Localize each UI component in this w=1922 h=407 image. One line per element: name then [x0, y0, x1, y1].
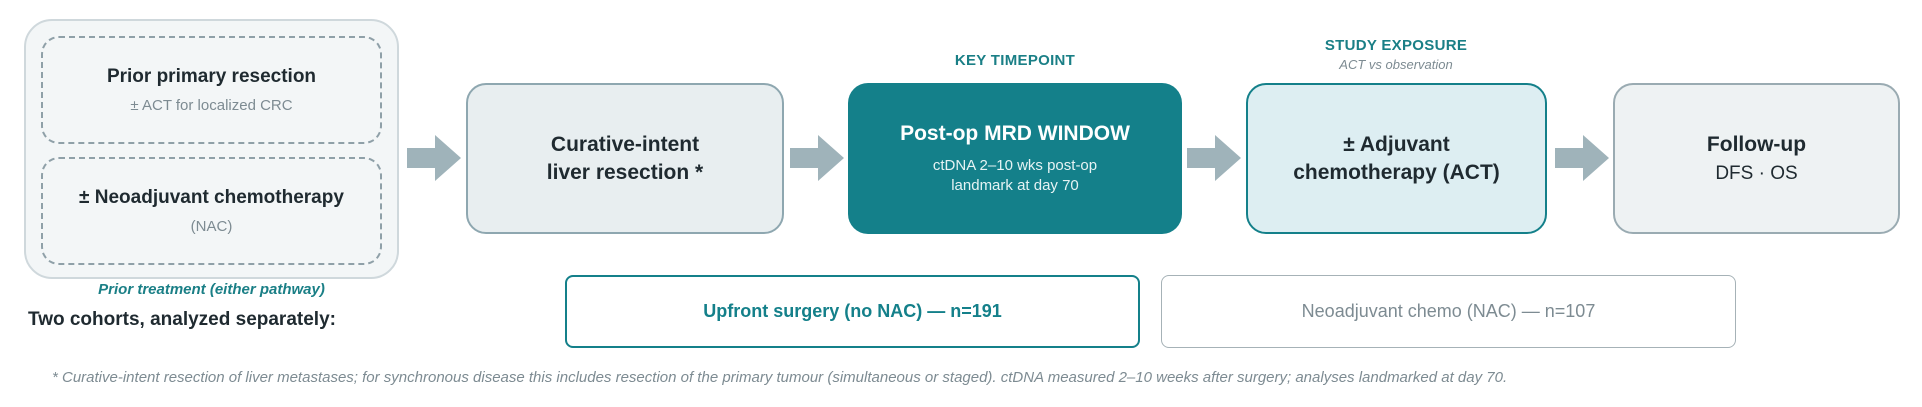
- prior-treatment-caption: Prior treatment (either pathway): [98, 281, 325, 298]
- prior-primary-resection-box: Prior primary resection ± ACT for locali…: [41, 36, 382, 144]
- arrow-right-icon: [1555, 135, 1609, 181]
- mrd-window-title: Post-op MRD WINDOW: [900, 121, 1130, 145]
- follow-up-subtitle: DFS · OS: [1715, 162, 1798, 184]
- follow-up-box: Follow-up DFS · OS: [1613, 83, 1900, 234]
- adjuvant-chemotherapy-box: ± Adjuvant chemotherapy (ACT): [1246, 83, 1547, 234]
- neoadjuvant-chemotherapy-title: ± Neoadjuvant chemotherapy: [79, 187, 344, 208]
- cohort-upfront-surgery: Upfront surgery (no NAC) — n=191: [565, 275, 1140, 348]
- cohort-neoadjuvant: Neoadjuvant chemo (NAC) — n=107: [1161, 275, 1736, 348]
- liver-resection-line1: Curative-intent: [550, 132, 700, 156]
- liver-resection-box: Curative-intent liver resection *: [466, 83, 784, 234]
- prior-primary-resection-subtitle: ± ACT for localized CRC: [130, 97, 293, 114]
- neoadjuvant-chemotherapy-box: ± Neoadjuvant chemotherapy (NAC): [41, 157, 382, 265]
- footnote: * Curative-intent resection of liver met…: [52, 369, 1508, 386]
- arrow-right-icon: [790, 135, 844, 181]
- arrow-right-icon: [1187, 135, 1241, 181]
- cohort-neoadjuvant-label: Neoadjuvant chemo (NAC) — n=107: [1301, 301, 1596, 321]
- adjuvant-chemotherapy-line1: ± Adjuvant: [1343, 132, 1450, 156]
- study-exposure-label: STUDY EXPOSURE: [1324, 37, 1468, 54]
- prior-primary-resection-title: Prior primary resection: [106, 66, 317, 87]
- mrd-window-subtitle-1: ctDNA 2–10 wks post-op: [932, 156, 1098, 174]
- study-exposure-sublabel: ACT vs observation: [1339, 57, 1453, 72]
- mrd-window-subtitle-2: landmark at day 70: [951, 176, 1079, 194]
- cohort-upfront-surgery-label: Upfront surgery (no NAC) — n=191: [703, 301, 1002, 321]
- key-timepoint-label: KEY TIMEPOINT: [954, 52, 1076, 69]
- cohorts-label: Two cohorts, analyzed separately:: [28, 309, 336, 330]
- follow-up-title: Follow-up: [1706, 132, 1807, 156]
- arrow-right-icon: [407, 135, 461, 181]
- neoadjuvant-chemotherapy-subtitle: (NAC): [190, 218, 233, 235]
- adjuvant-chemotherapy-line2: chemotherapy (ACT): [1293, 160, 1500, 184]
- liver-resection-line2: liver resection *: [546, 160, 704, 184]
- mrd-window-box: Post-op MRD WINDOW ctDNA 2–10 wks post-o…: [848, 83, 1182, 234]
